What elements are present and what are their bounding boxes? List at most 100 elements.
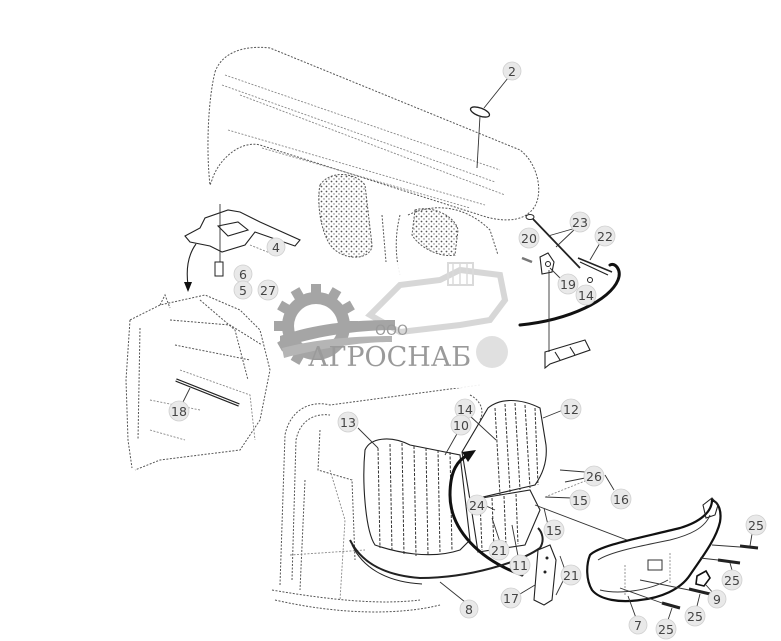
callout-number: 27	[260, 283, 276, 298]
callout-7: 7	[628, 615, 648, 635]
callout-2: 2	[502, 61, 522, 81]
callout-number: 13	[340, 415, 356, 430]
callout-bubble	[560, 564, 582, 586]
callout-bubble	[569, 211, 591, 233]
callout-number: 22	[597, 229, 613, 244]
front-bumper	[586, 497, 722, 619]
callout-17: 17	[500, 587, 522, 609]
callout-25: 25	[684, 605, 706, 627]
callout-16: 16	[610, 488, 632, 510]
front-frame	[125, 293, 271, 471]
callout-number: 25	[658, 622, 674, 637]
callout-26: 26	[583, 465, 605, 487]
callout-bubble	[594, 225, 616, 247]
callout-bubble	[257, 279, 279, 301]
callout-bubble	[543, 519, 565, 541]
combine-harvester-watermark-icon	[365, 262, 509, 368]
callout-9: 9	[707, 589, 727, 609]
callout-number: 7	[634, 618, 642, 633]
callout-number: 14	[457, 402, 473, 417]
callout-13: 13	[337, 411, 359, 433]
watermark: ООО АГРОСНАБ	[272, 262, 510, 388]
callout-19: 19	[557, 273, 579, 295]
callout-number: 25	[748, 518, 764, 533]
grille-bracket	[519, 544, 566, 606]
bumper-bolts	[619, 533, 759, 621]
assembly-arrow-grille	[448, 450, 524, 577]
callout-number: 25	[687, 609, 703, 624]
seal-strip	[349, 527, 544, 603]
callout-bubble	[557, 273, 579, 295]
callout-number: 19	[560, 277, 576, 292]
side-panel	[381, 207, 499, 276]
callout-number: 17	[503, 591, 519, 606]
callout-bubble	[466, 494, 488, 516]
grille-lower-screen	[469, 489, 541, 553]
callout-number: 11	[512, 558, 528, 573]
callout-bubble	[502, 61, 522, 81]
callout-bubble	[459, 599, 479, 619]
callout-25: 25	[655, 618, 677, 640]
callout-number: 10	[453, 418, 469, 433]
support-rod	[175, 378, 240, 407]
callout-21: 21	[488, 539, 510, 561]
callout-number: 5	[239, 283, 247, 298]
callout-bubble	[684, 605, 706, 627]
watermark-company-name: АГРОСНАБ	[308, 342, 471, 373]
callout-bubble	[337, 411, 359, 433]
callout-bubble	[266, 237, 286, 257]
grille-screen-front	[363, 438, 471, 557]
callout-number: 15	[572, 493, 588, 508]
callout-number: 21	[491, 543, 507, 558]
callout-22: 22	[594, 225, 616, 247]
callout-bubble	[168, 400, 190, 422]
callout-bubble	[745, 514, 767, 536]
callout-25: 25	[721, 569, 743, 591]
callout-12: 12	[560, 398, 582, 420]
callout-bubble	[500, 587, 522, 609]
callout-number: 2	[508, 64, 516, 79]
callout-27: 27	[257, 279, 279, 301]
callout-number: 14	[578, 288, 594, 303]
callout-number: 24	[469, 498, 485, 513]
callout-25: 25	[745, 514, 767, 536]
callout-number: 12	[563, 402, 579, 417]
callout-23: 23	[569, 211, 591, 233]
callout-number: 9	[713, 592, 721, 607]
callout-number: 20	[521, 231, 537, 246]
callout-bubble	[583, 465, 605, 487]
callout-bubble	[575, 284, 597, 306]
callout-bubble	[509, 554, 531, 576]
hood-emblem	[469, 77, 509, 169]
hood-support-bracket	[184, 204, 301, 277]
callout-bubble	[707, 589, 727, 609]
callout-number: 18	[171, 404, 187, 419]
watermark-company-prefix: ООО	[375, 323, 408, 339]
callout-bubble	[569, 489, 591, 511]
callout-number: 25	[724, 573, 740, 588]
callout-5: 5	[233, 280, 253, 300]
callout-bubble	[233, 280, 253, 300]
callout-6: 6	[233, 264, 253, 284]
callout-15: 15	[569, 489, 591, 511]
callout-bubble	[450, 414, 472, 436]
callout-bubble	[488, 539, 510, 561]
callout-18: 18	[168, 400, 190, 422]
callout-number: 21	[563, 568, 579, 583]
callout-number: 23	[572, 215, 588, 230]
callout-number: 4	[272, 240, 280, 255]
callout-bubble	[628, 615, 648, 635]
callout-21: 21	[560, 564, 582, 586]
callout-number: 6	[239, 267, 247, 282]
callout-24: 24	[466, 494, 488, 516]
callout-number: 26	[586, 469, 602, 484]
callout-number: 8	[465, 602, 473, 617]
callout-4: 4	[266, 237, 286, 257]
callout-bubble	[610, 488, 632, 510]
callout-bubble	[721, 569, 743, 591]
callout-number: 16	[613, 492, 629, 507]
callout-bubble	[560, 398, 582, 420]
callout-10: 10	[450, 414, 472, 436]
